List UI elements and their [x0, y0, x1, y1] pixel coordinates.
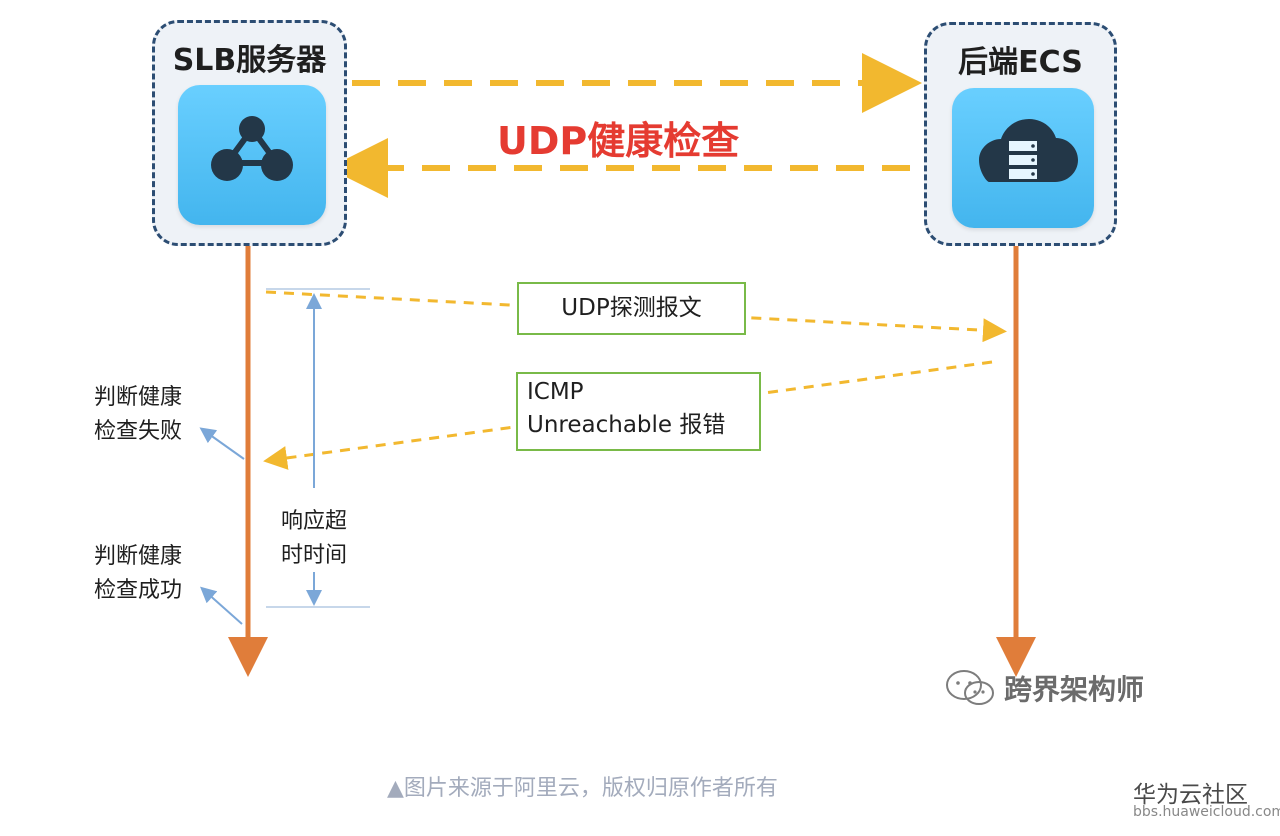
fail-pointer-arrow [199, 427, 245, 460]
watermark-text: 跨界架构师 [1004, 673, 1145, 706]
success-pointer-arrow [200, 586, 243, 625]
wechat-icon [946, 670, 994, 705]
health-check-success-label: 判断健康 检查成功 [94, 544, 183, 604]
watermark: 跨界架构师 [940, 664, 1160, 712]
ecs-node: 后端ECS [924, 22, 1117, 246]
icmp-unreachable-label: Unreachable 报错 [527, 412, 726, 439]
network-nodes-icon [211, 116, 293, 181]
icmp-label: ICMP [527, 379, 584, 405]
slb-node: SLB服务器 [152, 20, 347, 246]
cloud-server-icon [979, 119, 1078, 182]
brand-url: bbs.huaweicloud.com [1133, 804, 1280, 820]
timeout-label: 响应超 时时间 [281, 509, 348, 569]
health-check-fail-label: 判断健康 检查失败 [94, 385, 183, 445]
icmp-error-message: ICMP Unreachable 报错 [516, 372, 761, 451]
slb-title: SLB服务器 [172, 43, 327, 78]
ecs-title: 后端ECS [958, 45, 1083, 80]
image-caption: ▲图片来源于阿里云，版权归原作者所有 [387, 776, 778, 801]
udp-probe-label: UDP探测报文 [561, 295, 702, 321]
health-check-label: UDP健康检查 [497, 119, 740, 163]
slb-icon-tile [178, 85, 326, 225]
ecs-icon-tile [952, 88, 1094, 228]
udp-probe-message: UDP探测报文 [517, 282, 746, 335]
brand-name: 华为云社区 [1133, 782, 1248, 808]
